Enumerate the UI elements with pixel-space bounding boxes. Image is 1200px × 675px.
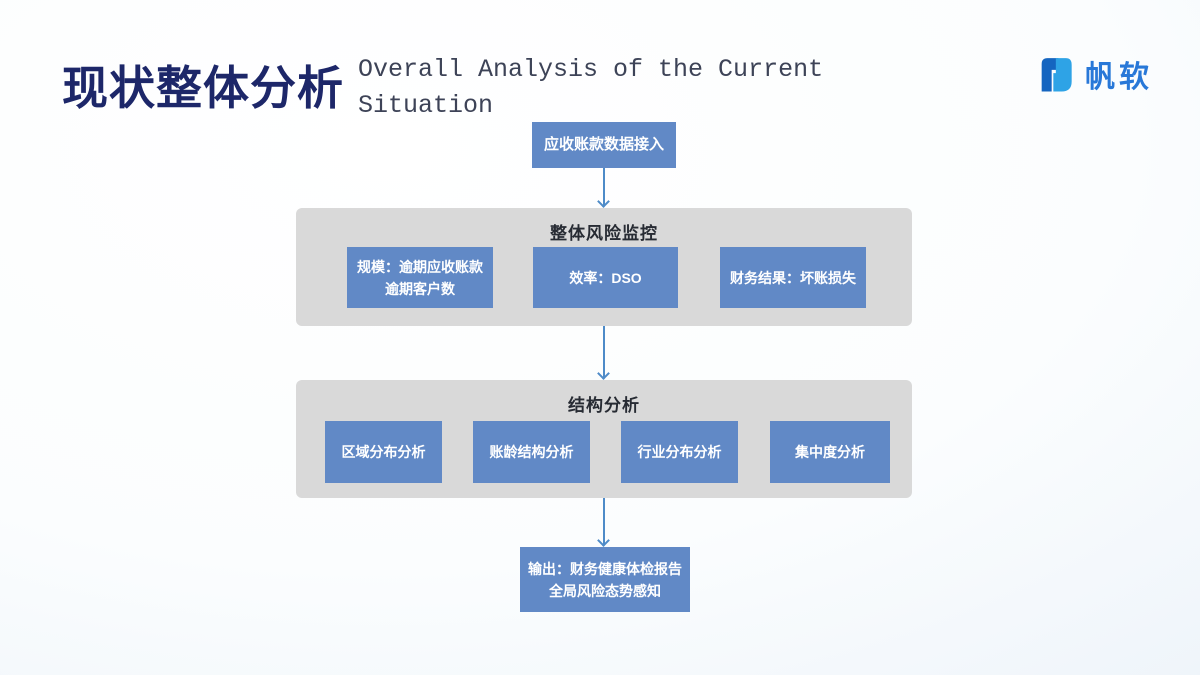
fanruan-logo-text: 帆软 <box>1085 61 1153 94</box>
flow-node-scale: 规模：逾期应收账款 逾期客户数 <box>347 247 493 308</box>
group-title: 整体风险监控 <box>550 224 658 243</box>
flow-arrow-down-icon <box>596 326 611 380</box>
flow-arrow-down-icon <box>596 498 611 547</box>
arrow-head <box>596 195 610 208</box>
subtitle-line-1: Overall Analysis of the Current <box>358 55 824 84</box>
arrow-head <box>596 367 610 380</box>
flow-node-label-line1: 输出：财务健康体检报告 <box>528 560 682 577</box>
arrow-stem <box>603 168 605 205</box>
subtitle-line-2: Situation <box>358 91 494 120</box>
flow-group-structure-analysis: 结构分析 区域分布分析 账龄结构分析 行业分布分析 集中度分析 <box>296 380 912 498</box>
flow-node-concentration-analysis: 集中度分析 <box>770 421 890 483</box>
flow-arrow-down-icon <box>596 168 611 208</box>
flow-node-label: 效率：DSO <box>569 269 642 286</box>
flow-node-output: 输出：财务健康体检报告 全局风险态势感知 <box>520 547 690 612</box>
group-title: 结构分析 <box>568 396 640 415</box>
page-subtitle: Overall Analysis of the Current Situatio… <box>358 52 823 124</box>
flow-node-label-line2: 逾期客户数 <box>385 280 455 297</box>
fanruan-logo: 帆软 <box>1035 52 1153 96</box>
flow-node-label: 行业分布分析 <box>637 444 722 460</box>
flow-node-label: 财务结果：坏账损失 <box>730 269 856 286</box>
flow-group-risk-monitoring: 整体风险监控 规模：逾期应收账款 逾期客户数 效率：DSO 财务结果：坏账损失 <box>296 208 912 326</box>
flow-node-label-line1: 规模：逾期应收账款 <box>357 258 483 275</box>
flow-node-aging-analysis: 账龄结构分析 <box>473 421 590 483</box>
arrow-head <box>596 534 610 547</box>
arrow-stem <box>603 326 605 377</box>
fanruan-logo-icon <box>1041 58 1072 92</box>
arrow-stem <box>603 498 605 544</box>
flow-node-financial-result: 财务结果：坏账损失 <box>720 247 866 308</box>
flow-node-label: 区域分布分析 <box>341 444 426 460</box>
flow-node-industry-analysis: 行业分布分析 <box>621 421 738 483</box>
flow-node-efficiency-dso: 效率：DSO <box>533 247 678 308</box>
flow-node-data-intake: 应收账款数据接入 <box>532 122 676 168</box>
flow-node-label: 集中度分析 <box>795 444 865 460</box>
page-title: 现状整体分析 <box>62 62 344 114</box>
flow-node-label-line2: 全局风险态势感知 <box>549 582 661 599</box>
flow-node-region-analysis: 区域分布分析 <box>325 421 442 483</box>
flow-node-label: 账龄结构分析 <box>489 444 574 460</box>
flow-node-label: 应收账款数据接入 <box>543 136 664 153</box>
